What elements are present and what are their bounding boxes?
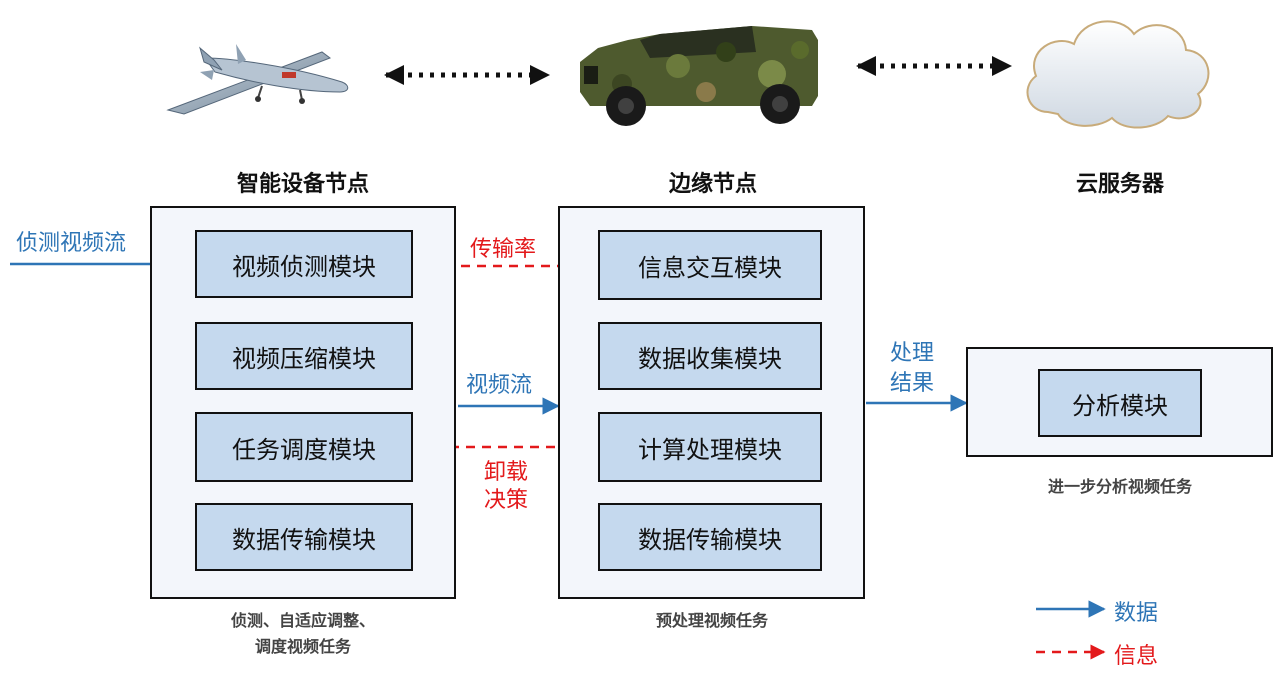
drone-icon (166, 44, 349, 115)
offload-label-line2: 决策 (484, 488, 529, 513)
cloud-server-title: 云服务器 (1075, 172, 1164, 197)
cloud-icon (1026, 20, 1210, 129)
data-collection-module: 数据收集模块 (598, 322, 822, 390)
video-stream-label: 视频流 (466, 373, 533, 398)
edge-data-transmission-module: 数据传输模块 (598, 503, 822, 571)
device-data-transmission-module: 数据传输模块 (195, 503, 413, 571)
result-label-line1: 处理 (890, 341, 935, 366)
edge-caption: 预处理视频任务 (655, 611, 768, 630)
edge-node-title: 边缘节点 (668, 172, 757, 197)
device-caption-line2: 调度视频任务 (254, 637, 351, 656)
analysis-module: 分析模块 (1038, 369, 1202, 437)
device-caption-line1: 侦测、自适应调整、 (230, 611, 375, 630)
legend-info-label: 信息 (1114, 644, 1159, 669)
video-detection-module: 视频侦测模块 (195, 230, 413, 298)
compute-processing-module: 计算处理模块 (598, 412, 822, 482)
cloud-caption: 进一步分析视频任务 (1047, 477, 1192, 496)
transmission-rate-label: 传输率 (470, 237, 537, 262)
military-vehicle-icon (580, 26, 818, 126)
task-scheduling-module: 任务调度模块 (195, 412, 413, 482)
device-node-title: 智能设备节点 (236, 172, 369, 197)
offload-label-line1: 卸载 (484, 460, 529, 485)
input-stream-label: 侦测视频流 (16, 231, 127, 256)
info-exchange-module: 信息交互模块 (598, 230, 822, 300)
video-compression-module: 视频压缩模块 (195, 322, 413, 390)
result-label-line2: 结果 (890, 371, 935, 396)
legend-data-label: 数据 (1114, 601, 1159, 626)
